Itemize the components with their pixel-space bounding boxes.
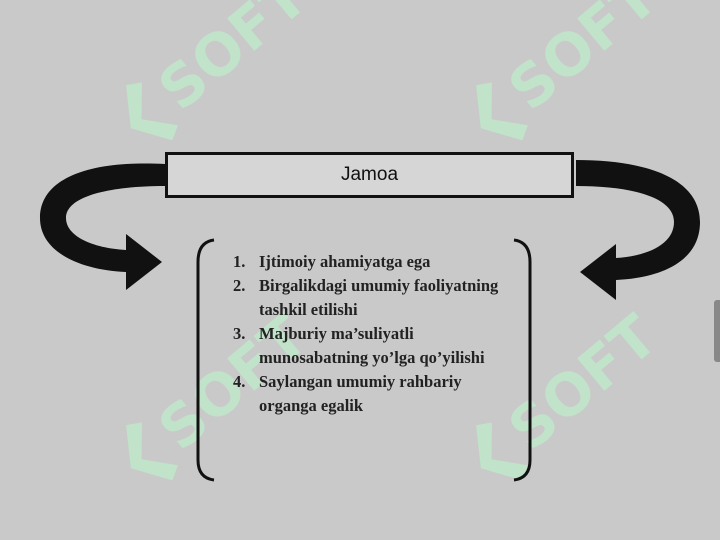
scroll-handle[interactable] <box>714 300 720 362</box>
title-box: Jamoa <box>165 152 574 198</box>
diagram-title: Jamoa <box>340 164 399 185</box>
item-number: 4. <box>233 372 246 391</box>
item-text: Ijtimoiy ahamiyatga ega <box>259 252 431 271</box>
item-number: 3. <box>233 324 246 343</box>
item-text: Birgalikdagi umumiy faoliyatning tashkil… <box>259 276 499 319</box>
left-curved-arrow <box>40 163 165 290</box>
list-item: 2. Birgalikdagi umumiy faoliyatning tash… <box>233 274 503 322</box>
item-text: Majburiy ma’suliyatli munosabatning yo’l… <box>259 324 485 367</box>
item-text: Saylangan umumiy rahbariy organga egalik <box>259 372 462 415</box>
right-curved-arrow <box>576 160 700 300</box>
list-item: 1. Ijtimoiy ahamiyatga ega <box>233 250 503 274</box>
item-number: 2. <box>233 276 246 295</box>
characteristics-list: 1. Ijtimoiy ahamiyatga ega 2. Birgalikda… <box>233 250 503 418</box>
right-bracket <box>513 238 532 482</box>
item-number: 1. <box>233 252 246 271</box>
list-item: 4. Saylangan umumiy rahbariy organga ega… <box>233 370 503 418</box>
left-bracket <box>196 238 215 482</box>
list-item: 3. Majburiy ma’suliyatli munosabatning y… <box>233 322 503 370</box>
